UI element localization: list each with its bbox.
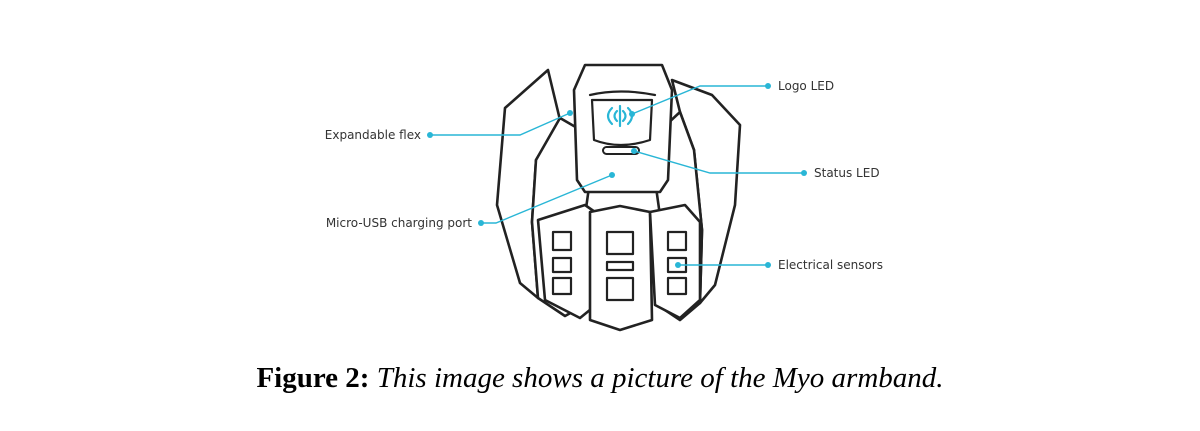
sensor-window-left-2: [551, 256, 573, 274]
sensor-window-center-2: [605, 260, 635, 272]
callout-electrical-sensors: Electrical sensors: [675, 258, 883, 272]
callout-label-micro-usb: Micro-USB charging port: [326, 216, 472, 230]
bottom-center-bay: [588, 204, 654, 332]
caption-prefix: Figure 2:: [256, 362, 370, 394]
bottom-left-bay: [536, 203, 598, 320]
bottom-right-bay: [648, 203, 702, 320]
main-pod-housing: [572, 63, 674, 194]
caption-text: This image shows a picture of the Myo ar…: [376, 362, 944, 394]
callout-logo-led: Logo LED: [629, 79, 834, 117]
callout-status-led: Status LED: [631, 148, 880, 180]
status-led-bar: [602, 146, 640, 155]
figure-caption: Figure 2: This image shows a picture of …: [0, 362, 1200, 395]
callout-micro-usb: Micro-USB charging port: [326, 172, 615, 230]
main-pod-rim: [588, 90, 657, 97]
sensor-window-center-3: [605, 276, 635, 302]
armband-drawing: [495, 63, 742, 332]
sensor-window-left-1: [551, 230, 573, 252]
callout-expandable-flex: Expandable flex: [325, 110, 573, 142]
callout-label-status-led: Status LED: [814, 166, 880, 180]
main-pod-face: [590, 98, 654, 147]
sensor-window-left-3: [551, 276, 573, 296]
callout-label-electrical-sensors: Electrical sensors: [778, 258, 883, 272]
callout-label-logo-led: Logo LED: [778, 79, 834, 93]
sensor-window-right-3: [666, 276, 688, 296]
callout-label-expandable-flex: Expandable flex: [325, 128, 421, 142]
sensor-window-right-1: [666, 230, 688, 252]
sensor-window-center-1: [605, 230, 635, 256]
